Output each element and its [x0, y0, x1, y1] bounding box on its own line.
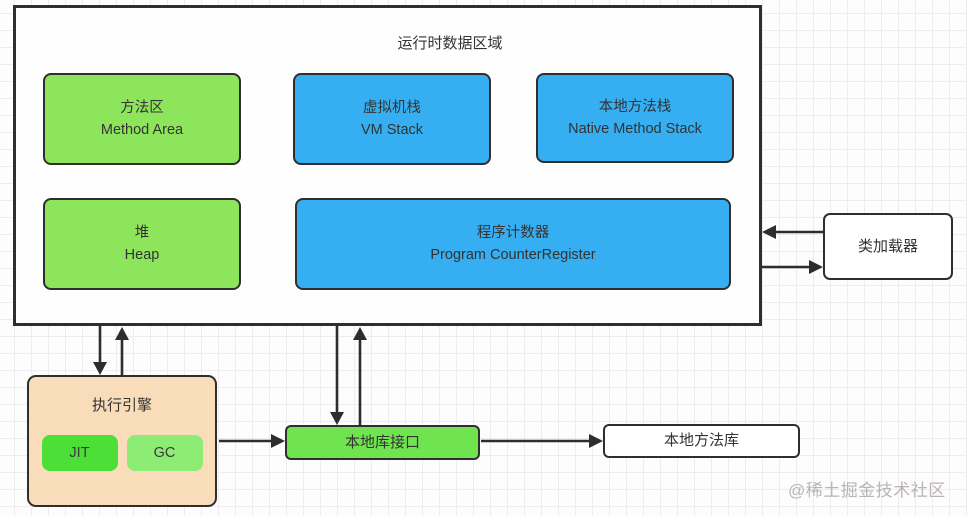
program-counter-label-zh: 程序计数器	[476, 225, 550, 241]
program-counter-label-en: Program CounterRegister	[430, 247, 596, 263]
arrow-runtime-to-classloader	[761, 260, 823, 274]
heap-box: 堆 Heap	[43, 198, 241, 290]
method-area-box: 方法区 Method Area	[43, 73, 241, 165]
jit-badge: JIT	[41, 435, 118, 471]
program-counter-box: 程序计数器 Program CounterRegister	[295, 198, 731, 290]
execution-engine-box: 执行引擎 JIT GC	[27, 375, 217, 507]
arrow-interface-to-runtime	[353, 327, 367, 425]
vm-stack-label-zh: 虚拟机栈	[363, 100, 421, 116]
native-library-interface-label: 本地库接口	[344, 433, 420, 451]
gc-badge: GC	[126, 435, 203, 471]
native-method-stack-box: 本地方法栈 Native Method Stack	[536, 73, 734, 163]
vm-stack-box: 虚拟机栈 VM Stack	[293, 73, 491, 165]
method-area-label-en: Method Area	[100, 122, 184, 138]
native-method-stack-label-zh: 本地方法栈	[598, 99, 672, 115]
execution-engine-label: 执行引擎	[91, 397, 152, 414]
class-loader-label: 类加载器	[857, 237, 918, 255]
watermark-text: @稀土掘金技术社区	[788, 481, 946, 500]
arrow-runtime-to-engine	[93, 326, 107, 375]
heap-label-en: Heap	[124, 247, 160, 263]
native-library-interface-box: 本地库接口	[285, 425, 480, 460]
runtime-data-area-box: 运行时数据区域 方法区 Method Area 虚拟机栈 VM Stack 本地…	[13, 5, 762, 326]
arrow-interface-to-library	[481, 434, 603, 448]
class-loader-box: 类加载器	[823, 213, 953, 280]
arrow-engine-to-runtime	[115, 327, 129, 375]
arrow-runtime-to-interface	[330, 324, 344, 425]
native-method-library-label: 本地方法库	[663, 432, 739, 449]
arrow-engine-to-interface	[219, 434, 285, 448]
arrow-classloader-to-runtime	[762, 225, 823, 239]
execution-engine-buttons: JIT GC	[29, 435, 215, 471]
runtime-data-area-title: 运行时数据区域	[397, 35, 503, 52]
heap-label-zh: 堆	[134, 225, 150, 241]
vm-stack-label-en: VM Stack	[360, 122, 424, 138]
method-area-label-zh: 方法区	[120, 100, 164, 116]
native-method-library-box: 本地方法库	[603, 424, 800, 458]
native-method-stack-label-en: Native Method Stack	[568, 121, 702, 137]
